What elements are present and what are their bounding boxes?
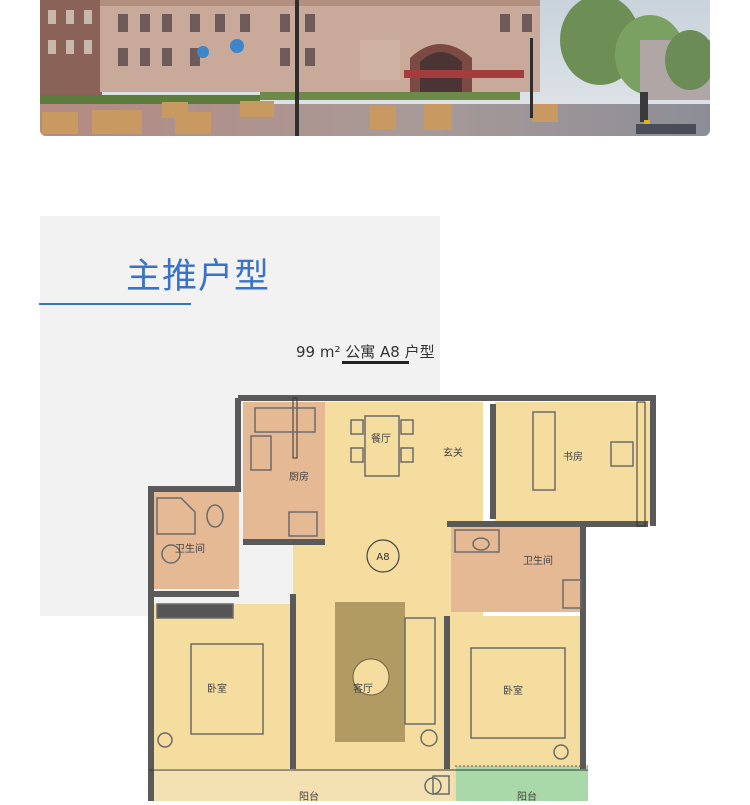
room-label-entry: 玄关 xyxy=(443,446,463,459)
floorplan-image: A8 餐厅 玄关 书房 厨房 卫生间 卫生间 卧室 客厅 卧室 阳台 阳台 xyxy=(143,394,658,803)
room-label-bath-right: 卫生间 xyxy=(523,554,553,567)
room-label-dining: 餐厅 xyxy=(371,432,391,445)
street-scene-illustration xyxy=(40,0,710,136)
room-fills xyxy=(149,402,650,802)
room-label-kitchen: 厨房 xyxy=(289,470,309,483)
room-label-study: 书房 xyxy=(563,450,583,463)
room-label-bedroom-left: 卧室 xyxy=(207,682,227,695)
floorplan-drawing: A8 餐厅 玄关 书房 厨房 卫生间 卫生间 卧室 客厅 卧室 阳台 阳台 xyxy=(148,395,656,803)
room-label-bedroom-right: 卧室 xyxy=(503,684,523,697)
room-label-living: 客厅 xyxy=(353,682,373,695)
caption-underline xyxy=(342,361,409,364)
room-label-balcony-right: 阳台 xyxy=(517,790,537,801)
unit-badge-circle xyxy=(366,539,400,573)
room-label-bath-left: 卫生间 xyxy=(175,542,205,555)
unit-badge-label: A8 xyxy=(376,552,389,563)
walls xyxy=(148,395,656,801)
room-label-balcony-left: 阳台 xyxy=(299,790,319,801)
wall-outlines xyxy=(149,397,646,771)
title-underline xyxy=(39,303,191,305)
furniture xyxy=(156,407,634,795)
section-title: 主推户型 xyxy=(126,257,271,297)
hero-street-photo xyxy=(40,0,710,136)
floorplan-caption: 99 m² 公寓 A8 户型 xyxy=(296,343,435,361)
